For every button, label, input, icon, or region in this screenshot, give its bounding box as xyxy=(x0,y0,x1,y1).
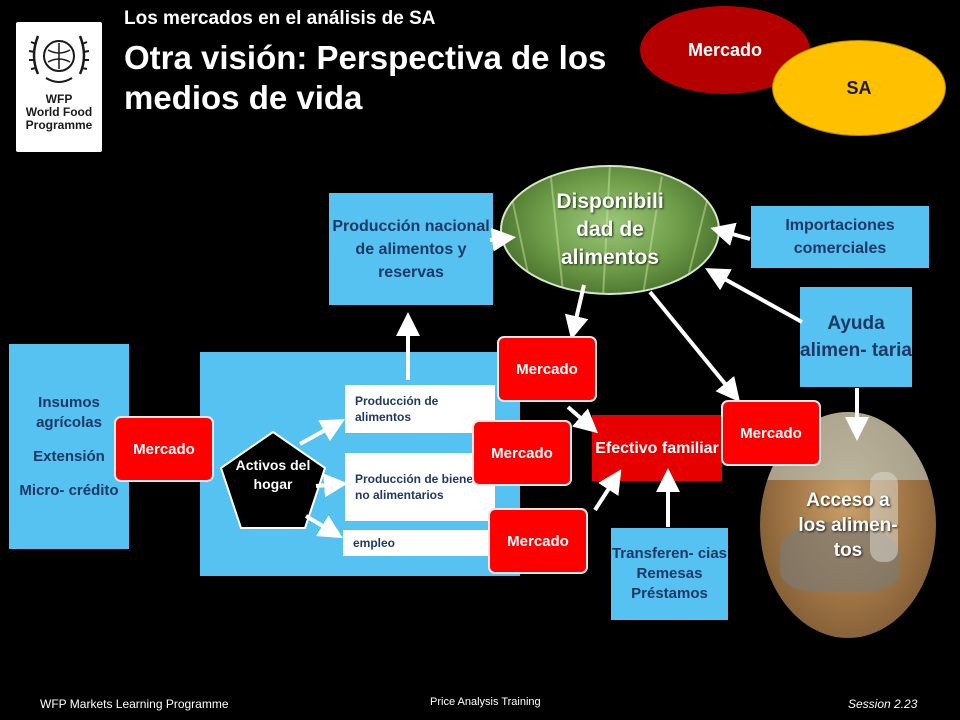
insumos-line: Micro- crédito xyxy=(19,481,119,499)
pentagon-shape xyxy=(219,430,327,529)
mercado-badge-insumos: Mercado xyxy=(114,416,214,482)
insumos-line: Insumos agrícolas xyxy=(36,393,102,431)
node-produccion-nacional: Producción nacional de alimentos y reser… xyxy=(329,193,493,305)
slide-kicker: Los mercados en el análisis de SA xyxy=(124,8,436,29)
arrow-mercado-to-efectivo xyxy=(566,405,599,434)
footer-session: Session 2.23 xyxy=(848,697,918,711)
activos-label: Activos del hogar xyxy=(235,457,311,492)
insumos-line: Extensión xyxy=(33,447,105,465)
footer-center: Price Analysis Training xyxy=(430,696,541,708)
logo-line-wfp: WFP xyxy=(45,92,73,106)
wfp-emblem-icon xyxy=(28,35,90,83)
node-empleo: empleo xyxy=(343,530,495,556)
mercado-badge-empleo: Mercado xyxy=(488,508,588,574)
mercado-badge-disponibilidad: Mercado xyxy=(497,336,597,402)
node-activos: Activos del hogar xyxy=(219,430,327,530)
transferencias-line: Préstamos xyxy=(631,585,708,602)
acceso-label: Acceso a los alimen- tos xyxy=(798,489,898,561)
transferencias-line: Transferen- cias xyxy=(611,545,728,562)
node-insumos: Insumos agrícolas Extensión Micro- crédi… xyxy=(9,344,129,549)
disponibilidad-label: Disponibili dad de alimentos xyxy=(556,190,664,269)
transferencias-line: Remesas xyxy=(636,565,703,582)
arrow-activos-to-produccion-alimentos xyxy=(299,419,346,446)
node-produccion-alimentos: Producción de alimentos xyxy=(345,385,495,433)
legend-sa: SA xyxy=(772,40,946,136)
mercado-badge-bienes: Mercado xyxy=(472,420,572,486)
arrow-ayuda-to-disponibilidad xyxy=(705,268,803,324)
arrow-produccion-to-disponibilidad xyxy=(489,227,516,252)
node-transferencias: Transferen- cias Remesas Préstamos xyxy=(611,528,728,620)
logo-line-programme: Programme xyxy=(25,118,93,132)
node-ayuda-alimentaria: Ayuda alimen- taria xyxy=(800,287,912,387)
arrow-activos-to-bienes xyxy=(315,473,348,498)
logo-line-world-food: World Food xyxy=(25,105,93,119)
wfp-logo: WFP World Food Programme xyxy=(16,22,102,152)
node-produccion-bienes: Producción de bienes-no alimentarios xyxy=(345,453,495,521)
slide-title: Otra visión: Perspectiva de los medios d… xyxy=(124,39,607,116)
node-disponibilidad: Disponibili dad de alimentos xyxy=(500,165,720,295)
node-importaciones: Importaciones comerciales xyxy=(751,206,929,268)
footer-left: WFP Markets Learning Programme xyxy=(40,697,229,711)
arrow-mercado-bottom-to-efectivo xyxy=(593,469,622,512)
arrow-disponibilidad-to-mercado xyxy=(564,284,589,340)
mercado-badge-acceso: Mercado xyxy=(721,400,821,466)
person-figure xyxy=(870,472,898,562)
arrow-importaciones-to-disponibilidad xyxy=(710,222,751,246)
arrow-disponibilidad-to-mercado-acceso xyxy=(648,290,741,403)
arrow-activos-to-empleo xyxy=(304,514,343,539)
